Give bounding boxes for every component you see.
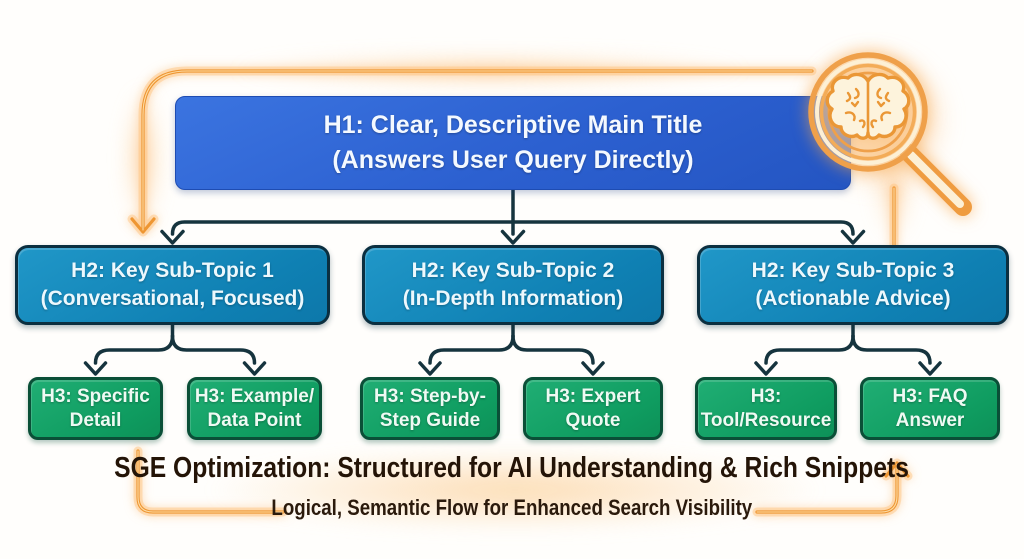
h3-step-guide-box: H3: Step-by- Step Guide [360,377,500,440]
h3-4-line1: H3: Expert [545,385,641,407]
h3-3-line1: H3: Step-by- [374,385,486,407]
h3-1-line1: H3: Specific [41,385,150,407]
h2-subtopic1-box: H2: Key Sub-Topic 1 (Conversational, Foc… [15,245,330,325]
h1-main-title-box: H1: Clear, Descriptive Main Title (Answe… [175,96,851,190]
h2-1-line1: H2: Key Sub-Topic 1 [71,258,274,282]
h3-4-line2: Quote [565,409,621,431]
h3-2-line1: H3: Example/ [194,385,315,407]
h3-6-line1: H3: FAQ [892,385,968,407]
h3-1-line2: Detail [69,409,122,431]
h2-2-line2: (In-Depth Information) [402,287,624,310]
h1-line2: (Answers User Query Directly) [332,146,694,174]
h2-1-line2: (Conversational, Focused) [40,287,305,310]
h1-line1: H1: Clear, Descriptive Main Title [323,111,703,139]
h2-subtopic2-box: H2: Key Sub-Topic 2 (In-Depth Informatio… [362,245,664,325]
h3-5-line2: Tool/Resource [700,409,832,431]
h3-5-line1: H3: [750,385,782,407]
h2-subtopic3-box: H2: Key Sub-Topic 3 (Actionable Advice) [697,245,1009,325]
h3-specific-detail-box: H3: Specific Detail [28,377,163,440]
h3-6-line2: Answer [895,409,965,431]
h2-3-line2: (Actionable Advice) [755,287,951,310]
h3-3-line2: Step Guide [379,409,481,431]
h3-expert-quote-box: H3: Expert Quote [523,377,663,440]
h3-example-datapoint-box: H3: Example/ Data Point [187,377,322,440]
h3-2-line2: Data Point [207,409,302,431]
h3-tool-resource-box: H3: Tool/Resource [695,377,837,440]
h3-faq-answer-box: H3: FAQ Answer [860,377,1000,440]
h2-2-line1: H2: Key Sub-Topic 2 [411,258,615,282]
